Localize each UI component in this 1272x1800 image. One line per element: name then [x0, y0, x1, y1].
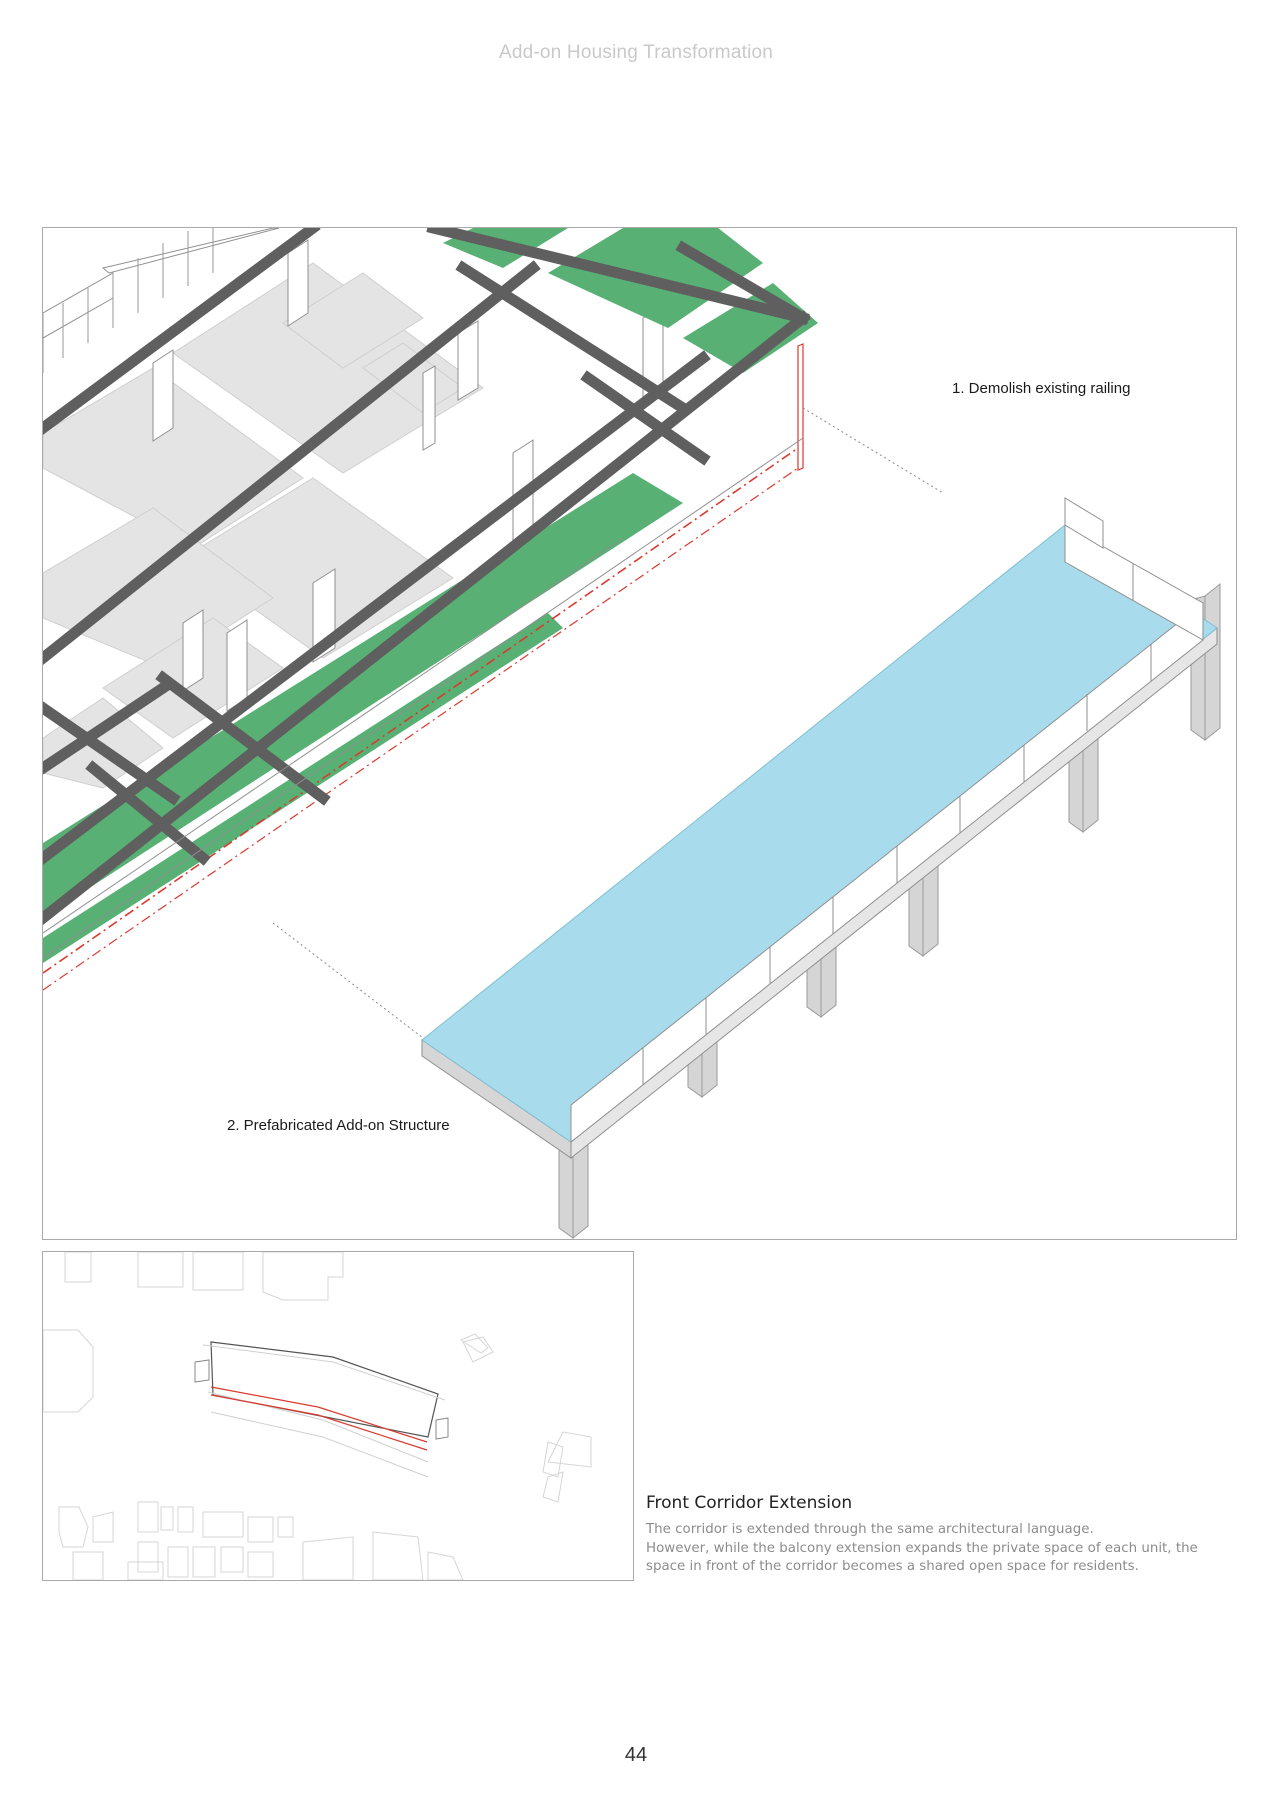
page-header-title: Add-on Housing Transformation: [498, 42, 774, 63]
add-on-end-railing-far: [1064, 497, 1104, 549]
add-on-deck-top: [421, 524, 1218, 1143]
new-corridor-line: [210, 1386, 428, 1451]
caption-body: The corridor is extended through the sam…: [646, 1521, 1236, 1577]
context-buildings: [43, 1252, 592, 1580]
caption-line: space in front of the corridor becomes a…: [646, 1559, 1139, 1574]
page-number: 44: [624, 1744, 648, 1766]
railing-joints: [642, 564, 1152, 1085]
site-plan: [42, 1251, 634, 1581]
existing-slab-edge: [43, 437, 804, 959]
facade-windows: [43, 228, 214, 373]
caption-block: Front Corridor Extension The corridor is…: [646, 1493, 1236, 1577]
caption-line: The corridor is extended through the sam…: [646, 1522, 1094, 1537]
caption-title: Front Corridor Extension: [646, 1493, 853, 1513]
interior-walls: [43, 228, 664, 712]
callout-demolish-railing: 1. Demolish existing railing: [952, 380, 1131, 397]
roof-beam-grid: [43, 228, 811, 926]
axonometric-diagram: [42, 227, 1237, 1240]
add-on-end-railing: [1064, 524, 1204, 641]
main-building-outline: [194, 1341, 449, 1478]
callout-prefab-structure: 2. Prefabricated Add-on Structure: [227, 1117, 450, 1134]
caption-line: However, while the balcony extension exp…: [646, 1540, 1198, 1556]
guide-lines: [272, 407, 944, 1039]
add-on-structure: [421, 497, 1221, 1239]
